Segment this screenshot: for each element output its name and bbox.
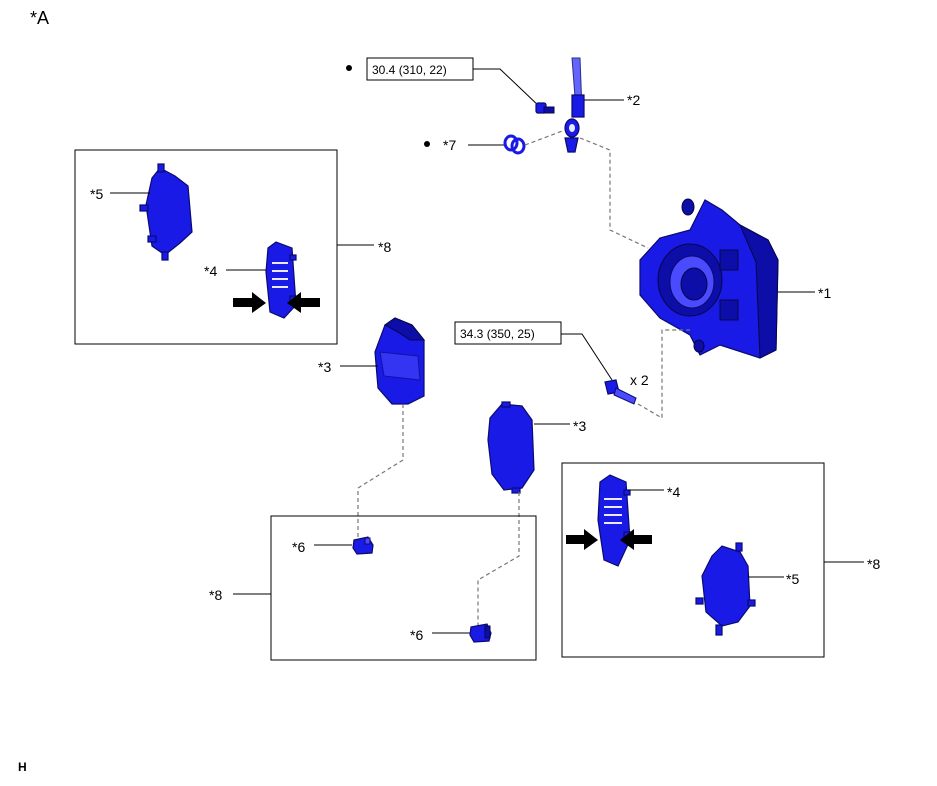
arrow-right-icon [233,292,266,313]
gasket-icon: *7 [424,134,526,155]
svg-text:*4: *4 [667,484,680,500]
wear-indicator-left-label-group: *6 [292,539,352,555]
brake-pad-icon [487,401,535,494]
wear-indicator-right-label-group: *6 [410,627,470,643]
svg-text:*5: *5 [90,186,103,202]
view-label: *A [30,8,49,28]
wear-indicator-icon [469,623,492,643]
brake-caliper-icon [639,198,779,359]
svg-text:*6: *6 [410,627,423,643]
svg-text:*8: *8 [209,587,222,603]
kit-right-label-group: *8 [824,556,880,572]
anti-squeal-shim-right-label-group: *4 [628,484,680,500]
shim-right-label-group: *5 [748,571,799,587]
footer-code: H [18,760,27,774]
pad-outer-label-group: *3 [534,418,586,434]
svg-text:*2: *2 [627,92,640,108]
svg-text:*8: *8 [378,239,391,255]
svg-text:*8: *8 [867,556,880,572]
svg-text:*6: *6 [292,539,305,555]
brake-pad-icon [374,317,426,405]
caliper-bolt-icon: x 2 [604,372,649,405]
svg-text:*4: *4 [204,263,217,279]
arrow-left-icon [620,529,652,550]
torque-box-bleeder: 30.4 (310, 22) [346,57,542,109]
svg-text:34.3 (350, 25): 34.3 (350, 25) [460,327,535,341]
anti-squeal-shim-top-label-group: *4 [204,263,266,279]
caliper-label-group: *1 [778,285,831,301]
kit-box-bottom-center [270,515,537,661]
brake-hose-icon [564,57,585,153]
arrow-right-icon [566,529,598,550]
arrow-left-icon [287,292,320,313]
shim-top-label-group: *5 [90,186,150,202]
svg-text:30.4 (310, 22): 30.4 (310, 22) [372,63,447,77]
svg-text:*7: *7 [443,137,456,153]
svg-text:*1: *1 [818,285,831,301]
shim-icon [139,163,193,261]
union-bolt-icon [535,102,555,114]
svg-text:*3: *3 [318,359,331,375]
kit-top-left-label-group: *8 [337,239,391,255]
anti-squeal-shim-icon [597,474,631,567]
svg-text:*3: *3 [573,418,586,434]
wear-indicator-icon [352,536,374,555]
svg-text:*5: *5 [786,571,799,587]
kit-bottom-center-label-group: *8 [209,587,271,603]
kit-box-top-left [74,149,338,345]
hose-label-group: *2 [584,92,640,108]
anti-squeal-shim-icon [265,241,297,319]
kit-box-right [561,462,825,658]
torque-box-caliper-bolt: 34.3 (350, 25) [454,321,613,381]
pad-inner-label-group: *3 [318,359,378,375]
svg-text:x 2: x 2 [630,372,649,388]
shim-icon [695,542,756,636]
